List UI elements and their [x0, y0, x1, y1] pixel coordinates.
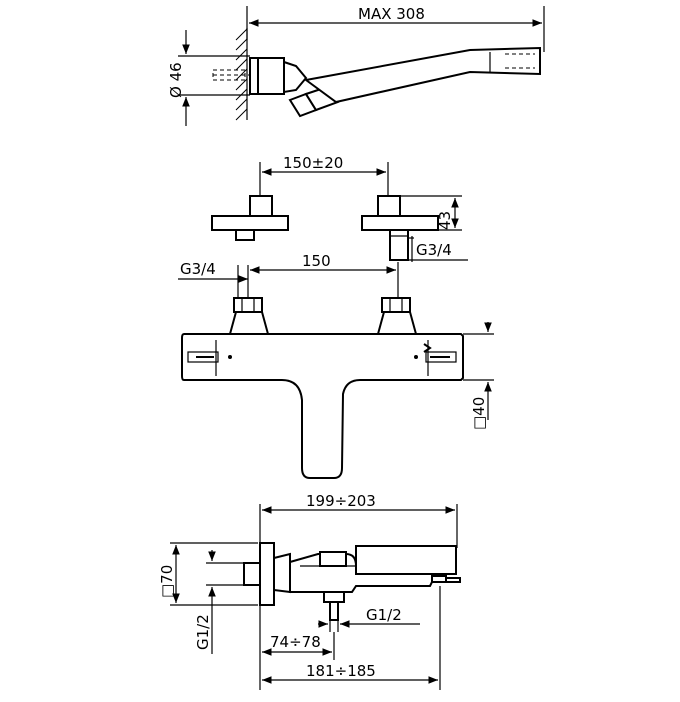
left-eccentric-nut [249, 195, 273, 219]
temperature-stop-icon [423, 343, 432, 353]
spout [355, 545, 457, 575]
shower-outlet-thread [329, 601, 339, 621]
left-eccentric-thread [235, 229, 255, 241]
left-screw-icon [228, 355, 232, 359]
dim-inlet-thread: G3/4 [180, 260, 216, 278]
spout-outlet [431, 575, 447, 583]
left-inlet-body [228, 311, 270, 335]
dim-bracket-diameter: Ø 46 [167, 62, 185, 98]
dim-side-inlet-thread: G1/2 [194, 614, 212, 650]
right-eccentric-flange [361, 215, 439, 231]
side-inlet-nut [243, 562, 261, 586]
right-screw-icon [414, 355, 418, 359]
dim-spout-depth: 181÷185 [306, 662, 376, 680]
dim-body-square: □40 [470, 397, 488, 430]
shower-outlet [323, 591, 345, 603]
wall-flange [259, 542, 275, 606]
hand-shower-view: MAX 308 Ø 46 [167, 5, 545, 126]
dim-eccentric-spacing: 150±20 [283, 154, 343, 172]
dim-flange-square: □70 [158, 565, 176, 598]
inlet-adapter [273, 552, 291, 594]
right-inlet-body [376, 311, 418, 335]
mixer-body [181, 333, 464, 479]
hand-shower [303, 46, 541, 104]
right-eccentric-nut [377, 195, 401, 219]
dim-outlet-distance: 74÷78 [270, 633, 321, 651]
mixer-side-view: 199÷203 □70 G1/2 G1/2 74 [158, 492, 461, 690]
dim-shower-length: MAX 308 [358, 5, 425, 23]
mixer-front-view: G3/4 150 □40 [178, 252, 494, 479]
bracket-joint [283, 60, 308, 94]
dim-outlet-thread: G1/2 [366, 606, 402, 624]
left-inlet-nut [233, 297, 263, 313]
right-eccentric-thread [389, 229, 409, 261]
right-inlet-nut [381, 297, 411, 313]
dim-total-depth: 199÷203 [306, 492, 376, 510]
dim-inlet-spacing: 150 [302, 252, 331, 270]
right-handle-indicator [425, 351, 457, 363]
eccentrics-view: 150±20 43 G3/4 [211, 154, 468, 262]
dim-eccentric-height: 43 [436, 211, 454, 230]
left-handle-indicator [187, 351, 219, 363]
left-eccentric-flange [211, 215, 289, 231]
side-top-cap [319, 551, 347, 567]
wall-bracket [249, 57, 285, 95]
dim-eccentric-thread: G3/4 [416, 241, 452, 259]
